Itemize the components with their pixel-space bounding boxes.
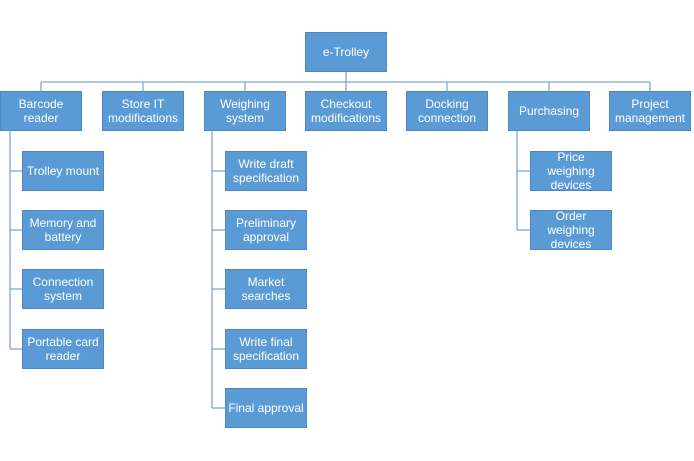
task-connection-system: Connection system — [22, 269, 104, 309]
branch-store-it-modifications: Store IT modifications — [102, 91, 184, 131]
branch-purchasing: Purchasing — [508, 91, 590, 131]
branch-barcode-reader: Barcode reader — [0, 91, 82, 131]
task-preliminary-approval: Preliminary approval — [225, 210, 307, 250]
branch-weighing-system: Weighing system — [204, 91, 286, 131]
branch-docking-connection: Docking connection — [406, 91, 488, 131]
task-portable-card-reader: Portable card reader — [22, 329, 104, 369]
task-trolley-mount: Trolley mount — [22, 151, 104, 191]
task-write-final-specification: Write final specification — [225, 329, 307, 369]
task-order-weighing-devices: Order weighing devices — [530, 209, 612, 251]
task-write-draft-specification: Write draft specification — [225, 151, 307, 191]
task-price-weighing-devices: Price weighing devices — [530, 150, 612, 192]
root-node: e-Trolley — [305, 32, 387, 72]
task-final-approval: Final approval — [225, 388, 307, 428]
task-market-searches: Market searches — [225, 269, 307, 309]
branch-project-management: Project management — [609, 91, 691, 131]
task-memory-and-battery: Memory and battery — [22, 210, 104, 250]
branch-checkout-modifications: Checkout modifications — [305, 91, 387, 131]
